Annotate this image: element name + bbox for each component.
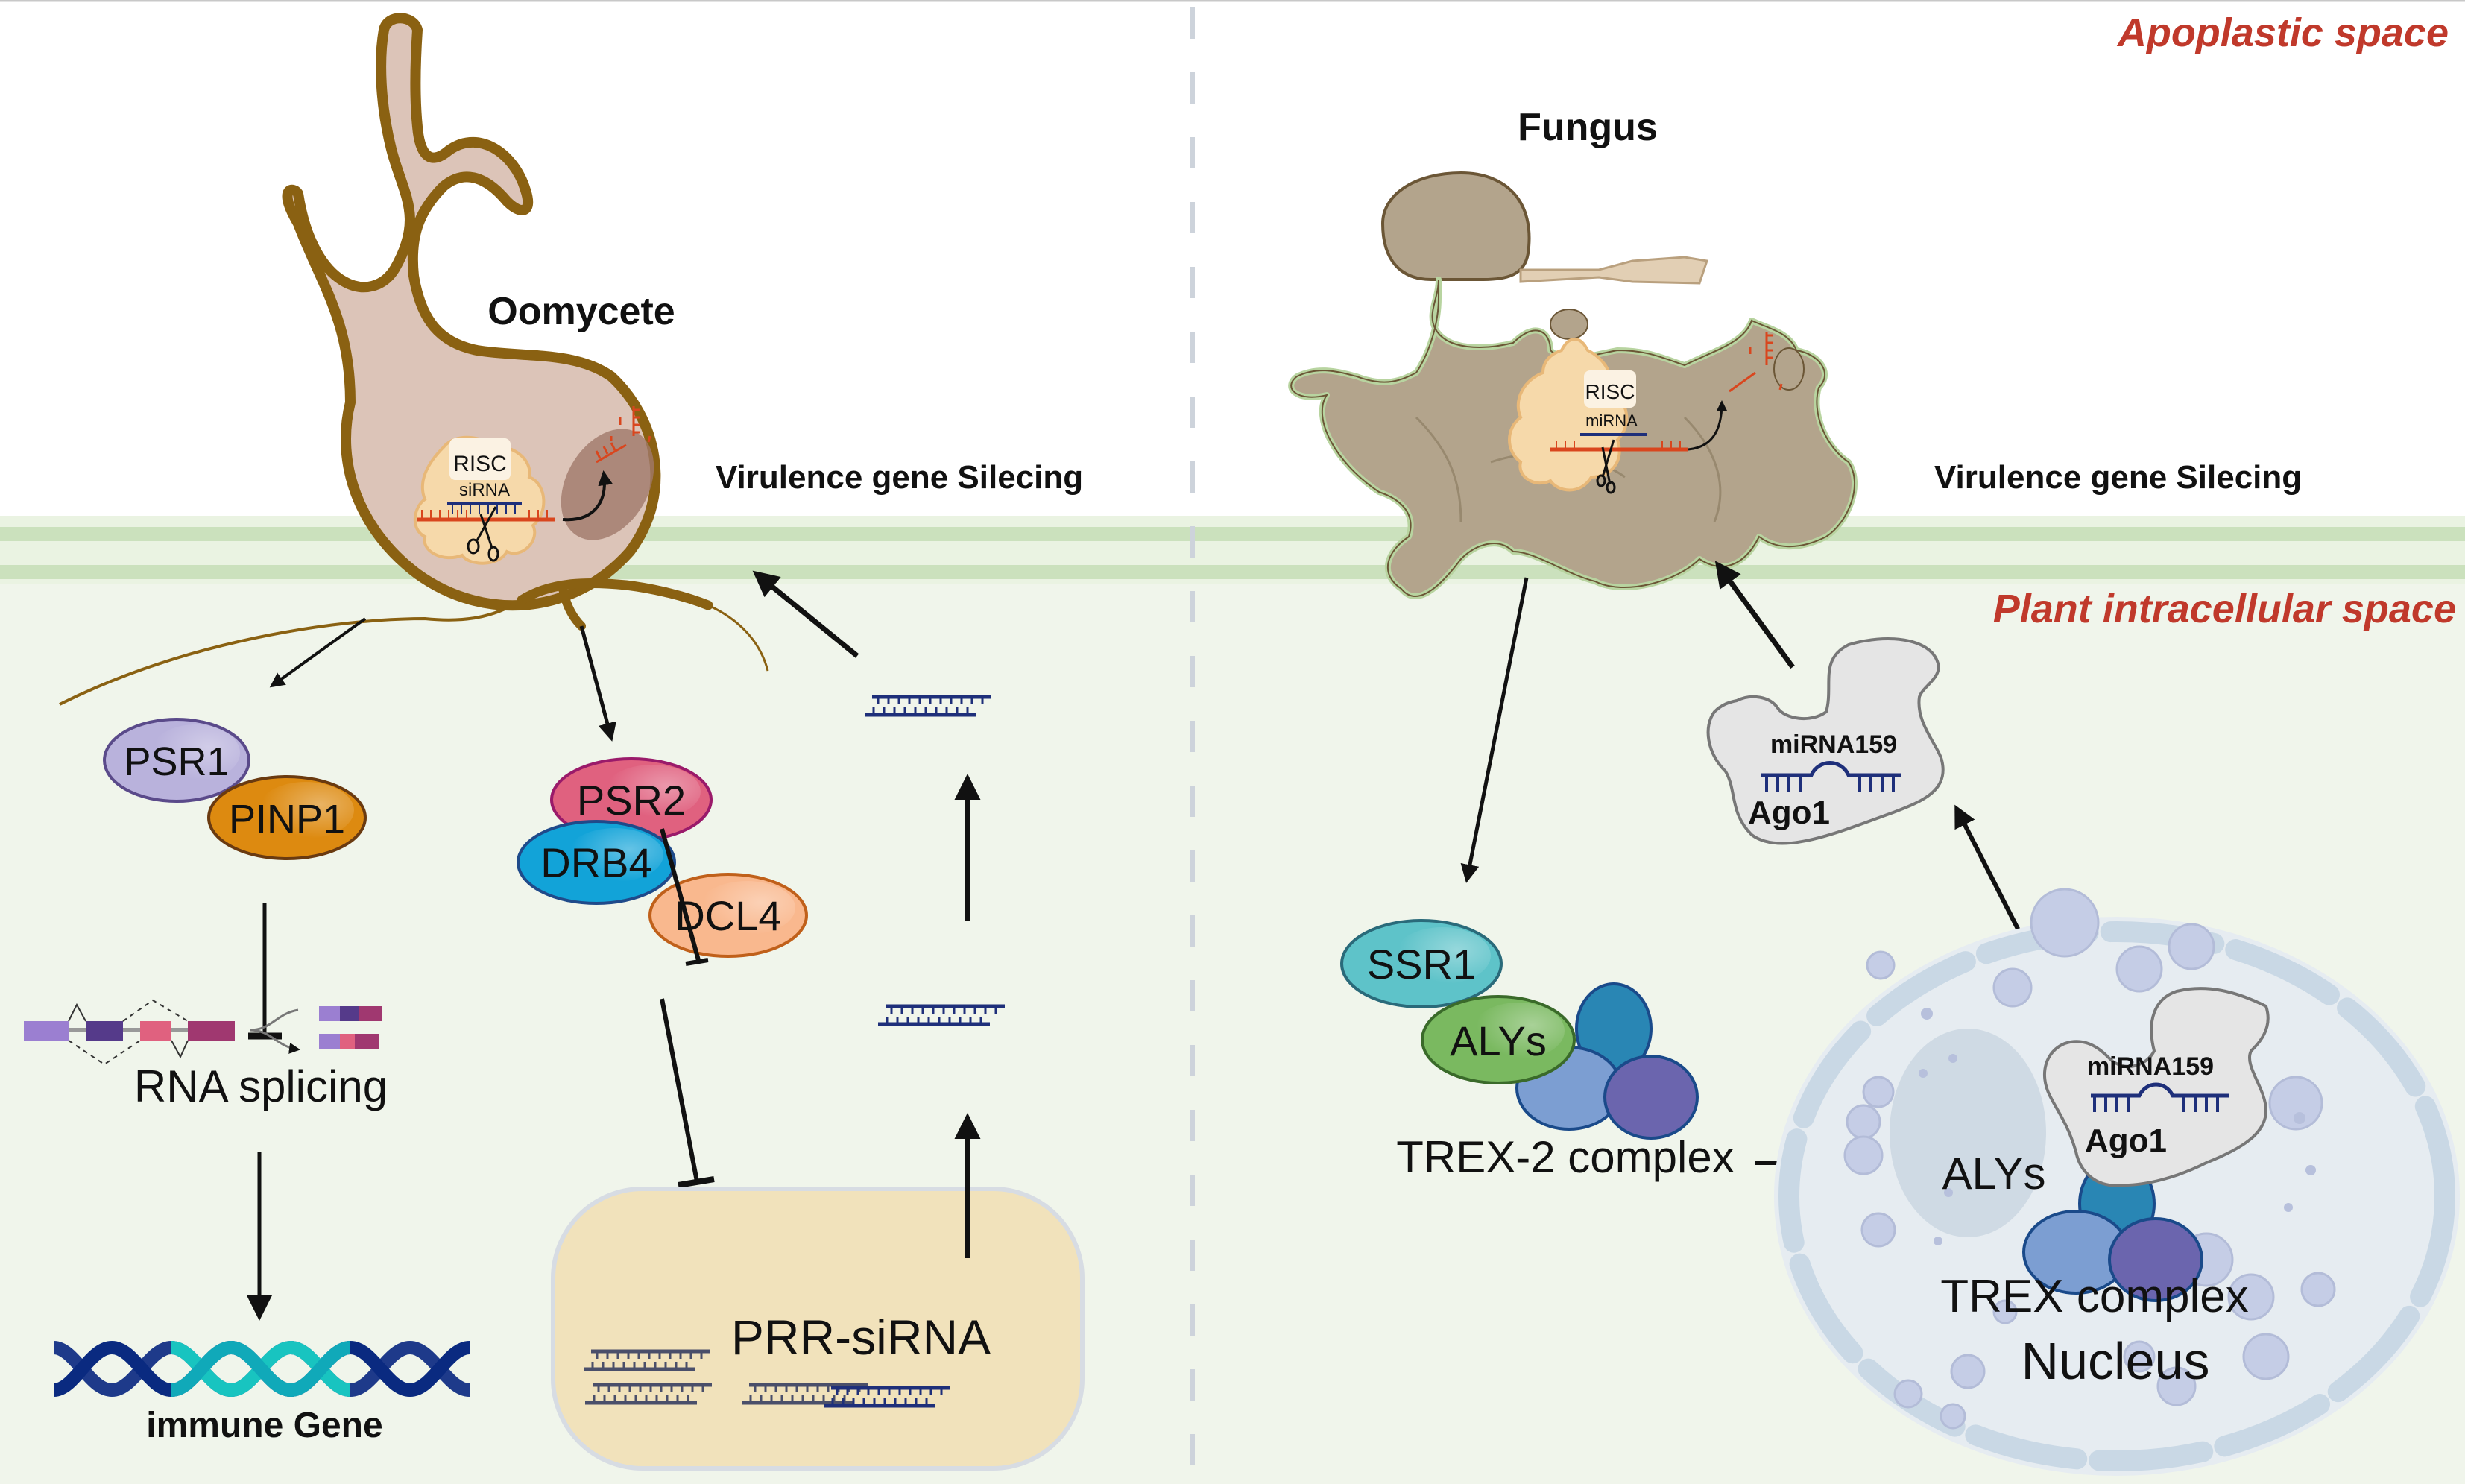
risc-complex-oomycete: RISC siRNA <box>413 435 555 565</box>
mirna-label-fungus: miRNA <box>1585 411 1638 430</box>
degraded-mrna-oomycete <box>561 406 654 540</box>
rna-splicing-label: RNA splicing <box>134 1061 388 1111</box>
prr-sirna-label: PRR-siRNA <box>731 1310 991 1365</box>
inhibition-drb4-prr-sirna <box>660 998 715 1188</box>
svg-text:ALYs: ALYs <box>1450 1017 1547 1064</box>
alys-label-nucleus: ALYs <box>1942 1149 2046 1199</box>
fungus-label: Fungus <box>1518 106 1658 149</box>
arrow-fungus-to-ssr1 <box>1460 577 1529 883</box>
risc-label-fungus: RISC <box>1585 380 1635 403</box>
trex2-complex-shape <box>1515 982 1699 1140</box>
pinp1-protein: PINP1 <box>207 775 367 860</box>
mirna159-label-nucleus: miRNA159 <box>2087 1052 2214 1081</box>
ssr1-protein: SSR1 <box>1340 919 1503 1008</box>
arrow-sirna-to-oomycete <box>752 570 859 658</box>
arrow-to-psr1 <box>269 617 367 688</box>
psr1-protein: PSR1 <box>103 718 250 803</box>
sirna-label: siRNA <box>459 480 510 500</box>
scissors-icon-fungus <box>1596 439 1616 494</box>
svg-text:DRB4: DRB4 <box>540 839 651 886</box>
nucleolus <box>1890 1029 2046 1237</box>
scissors-icon <box>467 506 499 562</box>
svg-text:PSR1: PSR1 <box>124 739 229 784</box>
svg-text:SSR1: SSR1 <box>1367 941 1476 988</box>
intracellular-space-label: Plant intracellular space <box>1993 587 2456 631</box>
inhibition-dcl4-prr-sirna <box>660 828 709 966</box>
apoplastic-space-label: Apoplastic space <box>2116 10 2449 55</box>
oomycete-label: Oomycete <box>487 290 675 333</box>
oomycete-cell <box>59 13 769 706</box>
rna-splicing-icon <box>24 999 382 1066</box>
ago1-label-nucleus: Ago1 <box>2085 1123 2167 1159</box>
dcl4-protein: DCL4 <box>648 873 808 958</box>
mirna159-label-top: miRNA159 <box>1770 730 1897 759</box>
ago1-mirna159-nucleus: miRNA159 Ago1 <box>2042 987 2270 1187</box>
arrow-to-psr2 <box>579 625 616 742</box>
nucleus-label: Nucleus <box>2021 1332 2210 1390</box>
arrow-ago-to-fungus <box>1714 561 1795 669</box>
trex2-complex-label: TREX-2 complex <box>1396 1132 1734 1182</box>
immune-gene-label: immune Gene <box>146 1406 382 1445</box>
ago1-mirna159-cytoplasm: miRNA159 Ago1 <box>1706 637 1945 845</box>
dna-helix-icon <box>52 1340 471 1398</box>
inhibition-pinp1-splicing <box>248 903 282 1040</box>
alys-protein-cytoplasm: ALYs <box>1421 995 1576 1084</box>
virulence-silencing-label-right: Virulence gene Silecing <box>1934 459 2302 496</box>
risc-label: RISC <box>453 452 507 476</box>
risc-label-bg <box>449 438 511 480</box>
virulence-silencing-label-left: Virulence gene Silecing <box>716 459 1083 496</box>
svg-text:PINP1: PINP1 <box>229 797 345 842</box>
svg-text:PSR2: PSR2 <box>577 777 686 824</box>
prr-sirna-pool <box>551 1187 1085 1471</box>
risc-complex-fungus: RISC miRNA <box>1508 332 1783 494</box>
drb4-protein: DRB4 <box>517 820 676 905</box>
trex-complex-label: TREX complex <box>1940 1271 2248 1322</box>
ago1-label-top: Ago1 <box>1748 795 1830 831</box>
